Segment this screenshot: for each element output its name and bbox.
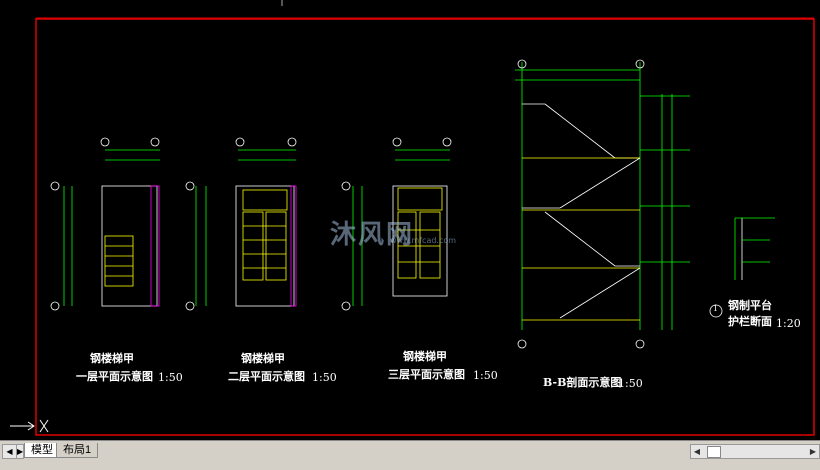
tab-layout1[interactable]: 布局1: [56, 443, 99, 458]
plan-2-subtitle: 二层平面示意图: [228, 370, 305, 383]
tab-prev-icon[interactable]: ◀: [2, 444, 17, 459]
railing-detail-scale: 1:20: [776, 317, 801, 330]
plan-3-title: 钢楼梯甲: [403, 350, 447, 363]
plan-1-subtitle: 一层平面示意图: [76, 370, 153, 383]
plan-3-subtitle: 三层平面示意图: [388, 368, 465, 381]
tab-model[interactable]: 模型: [24, 443, 60, 458]
scroll-right-icon[interactable]: ▶: [809, 447, 817, 456]
plan-3: [341, 137, 452, 311]
tab-next-icon[interactable]: ▶: [16, 444, 24, 459]
section-bb: [515, 59, 690, 349]
scroll-thumb[interactable]: [707, 446, 721, 458]
cad-drawing: [10, 0, 815, 436]
detail-number: 1: [713, 304, 719, 313]
plan-2-title: 钢楼梯甲: [241, 352, 285, 365]
horizontal-scrollbar[interactable]: ◀ ▶: [690, 444, 820, 459]
railing-detail-title: 钢制平台: [728, 299, 772, 312]
drawing-canvas[interactable]: 钢楼梯甲 一层平面示意图 1:50 钢楼梯甲 二层平面示意图 1:50 钢楼梯甲…: [0, 0, 820, 440]
plan-1-scale: 1:50: [158, 371, 183, 384]
watermark: 沐风网: [330, 220, 415, 250]
layout-tab-bar: ◀ ▶ 模型 布局1 ◀ ▶: [0, 440, 820, 470]
section-bb-title: B-B剖面示意图: [543, 376, 622, 389]
railing-detail-subtitle: 护栏断面: [728, 315, 772, 328]
scroll-left-icon[interactable]: ◀: [693, 447, 701, 456]
plan-1: [50, 137, 160, 311]
ucs-axis-icon: [10, 419, 49, 433]
plan-1-title: 钢楼梯甲: [90, 352, 134, 365]
plan-2-scale: 1:50: [312, 371, 337, 384]
plan-2: [185, 137, 297, 311]
watermark-url: www.mfcad.com: [390, 236, 457, 245]
plan-3-scale: 1:50: [473, 369, 498, 382]
section-bb-scale: 1:50: [618, 377, 643, 390]
railing-detail: [709, 217, 775, 318]
